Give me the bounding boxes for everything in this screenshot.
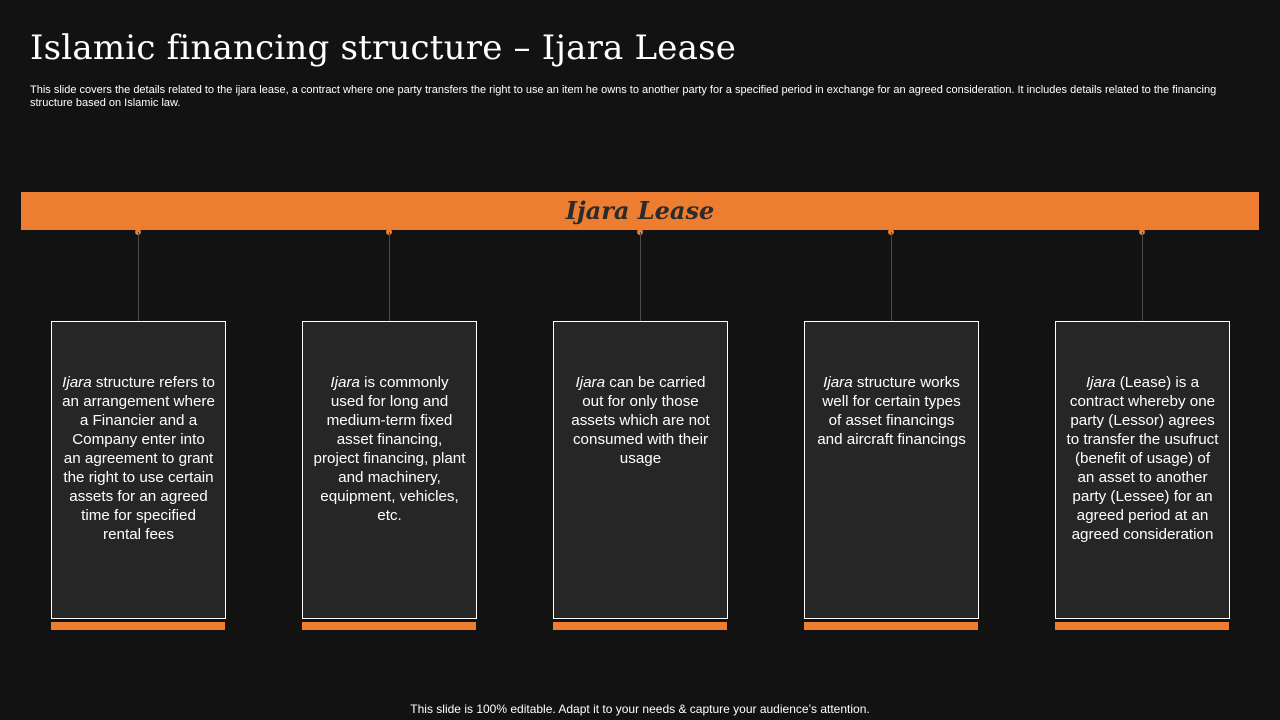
connector-line xyxy=(1141,232,1143,321)
connector-line xyxy=(639,232,641,321)
card-body: can be carried out for only those assets… xyxy=(571,374,710,467)
card-text: Ijara can be carried out for only those … xyxy=(564,373,717,468)
connector-line xyxy=(388,232,390,321)
card-body: structure refers to an arrangement where… xyxy=(62,374,215,543)
info-card-1: Ijara structure refers to an arrangement… xyxy=(51,321,226,619)
card-lead-term: Ijara xyxy=(1085,374,1116,391)
slide-title: Islamic financing structure – Ijara Leas… xyxy=(30,28,737,68)
card-accent-bar xyxy=(302,622,476,630)
info-card-3: Ijara can be carried out for only those … xyxy=(553,321,728,619)
card-accent-bar xyxy=(804,622,978,630)
card-body: structure works well for certain types o… xyxy=(817,374,966,448)
info-card-4: Ijara structure works well for certain t… xyxy=(804,321,979,619)
card-accent-bar xyxy=(1055,622,1229,630)
card-text: Ijara structure works well for certain t… xyxy=(815,373,968,449)
slide-footer: This slide is 100% editable. Adapt it to… xyxy=(410,702,870,716)
card-lead-term: Ijara xyxy=(575,374,606,391)
card-body: (Lease) is a contract whereby one party … xyxy=(1066,374,1219,543)
info-card-5: Ijara (Lease) is a contract whereby one … xyxy=(1055,321,1230,619)
connector-line xyxy=(890,232,892,321)
slide-subtitle: This slide covers the details related to… xyxy=(30,84,1217,109)
card-accent-bar xyxy=(553,622,727,630)
card-lead-term: Ijara xyxy=(62,374,92,391)
card-lead-term: Ijara xyxy=(823,374,853,391)
card-text: Ijara structure refers to an arrangement… xyxy=(62,373,215,544)
info-card-2: Ijara is commonly used for long and medi… xyxy=(302,321,477,619)
ijara-lease-banner: Ijara Lease xyxy=(21,192,1259,230)
banner-label: Ijara Lease xyxy=(565,196,715,225)
card-lead-term: Ijara xyxy=(330,374,360,391)
card-accent-bar xyxy=(51,622,225,630)
connector-line xyxy=(137,232,139,321)
card-text: Ijara is commonly used for long and medi… xyxy=(313,373,466,525)
card-text: Ijara (Lease) is a contract whereby one … xyxy=(1066,373,1219,544)
card-body: is commonly used for long and medium-ter… xyxy=(313,374,466,524)
